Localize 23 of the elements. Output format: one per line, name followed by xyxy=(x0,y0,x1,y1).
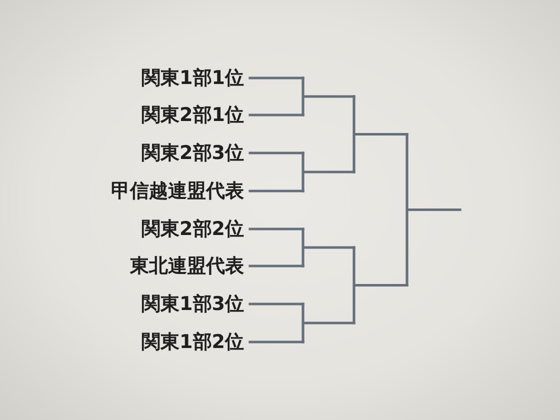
team-label: 関東1部1位 xyxy=(142,67,244,89)
bracket-line xyxy=(302,302,356,344)
team-label: 甲信越連盟代表 xyxy=(111,180,244,202)
connector-line xyxy=(248,76,304,80)
bracket-line xyxy=(352,95,408,174)
connector-line xyxy=(248,114,304,116)
bracket-line xyxy=(302,76,356,116)
team-label: 関東2部2位 xyxy=(142,218,244,240)
bracket-line xyxy=(352,246,408,324)
connector-line xyxy=(248,340,304,344)
team-label: 関東2部1位 xyxy=(142,104,244,126)
bracket-line xyxy=(302,152,356,192)
connector-line xyxy=(248,264,304,268)
team-label: 関東2部3位 xyxy=(142,142,244,164)
team-label: 東北連盟代表 xyxy=(130,255,244,277)
team-label: 関東1部3位 xyxy=(142,293,244,315)
connector-line xyxy=(248,152,304,154)
team-label: 関東1部2位 xyxy=(142,331,244,353)
bracket-line xyxy=(406,132,462,287)
bracket-line xyxy=(302,228,356,268)
connector-line xyxy=(248,190,304,192)
connector-line xyxy=(248,302,304,306)
connector-line xyxy=(248,228,304,230)
